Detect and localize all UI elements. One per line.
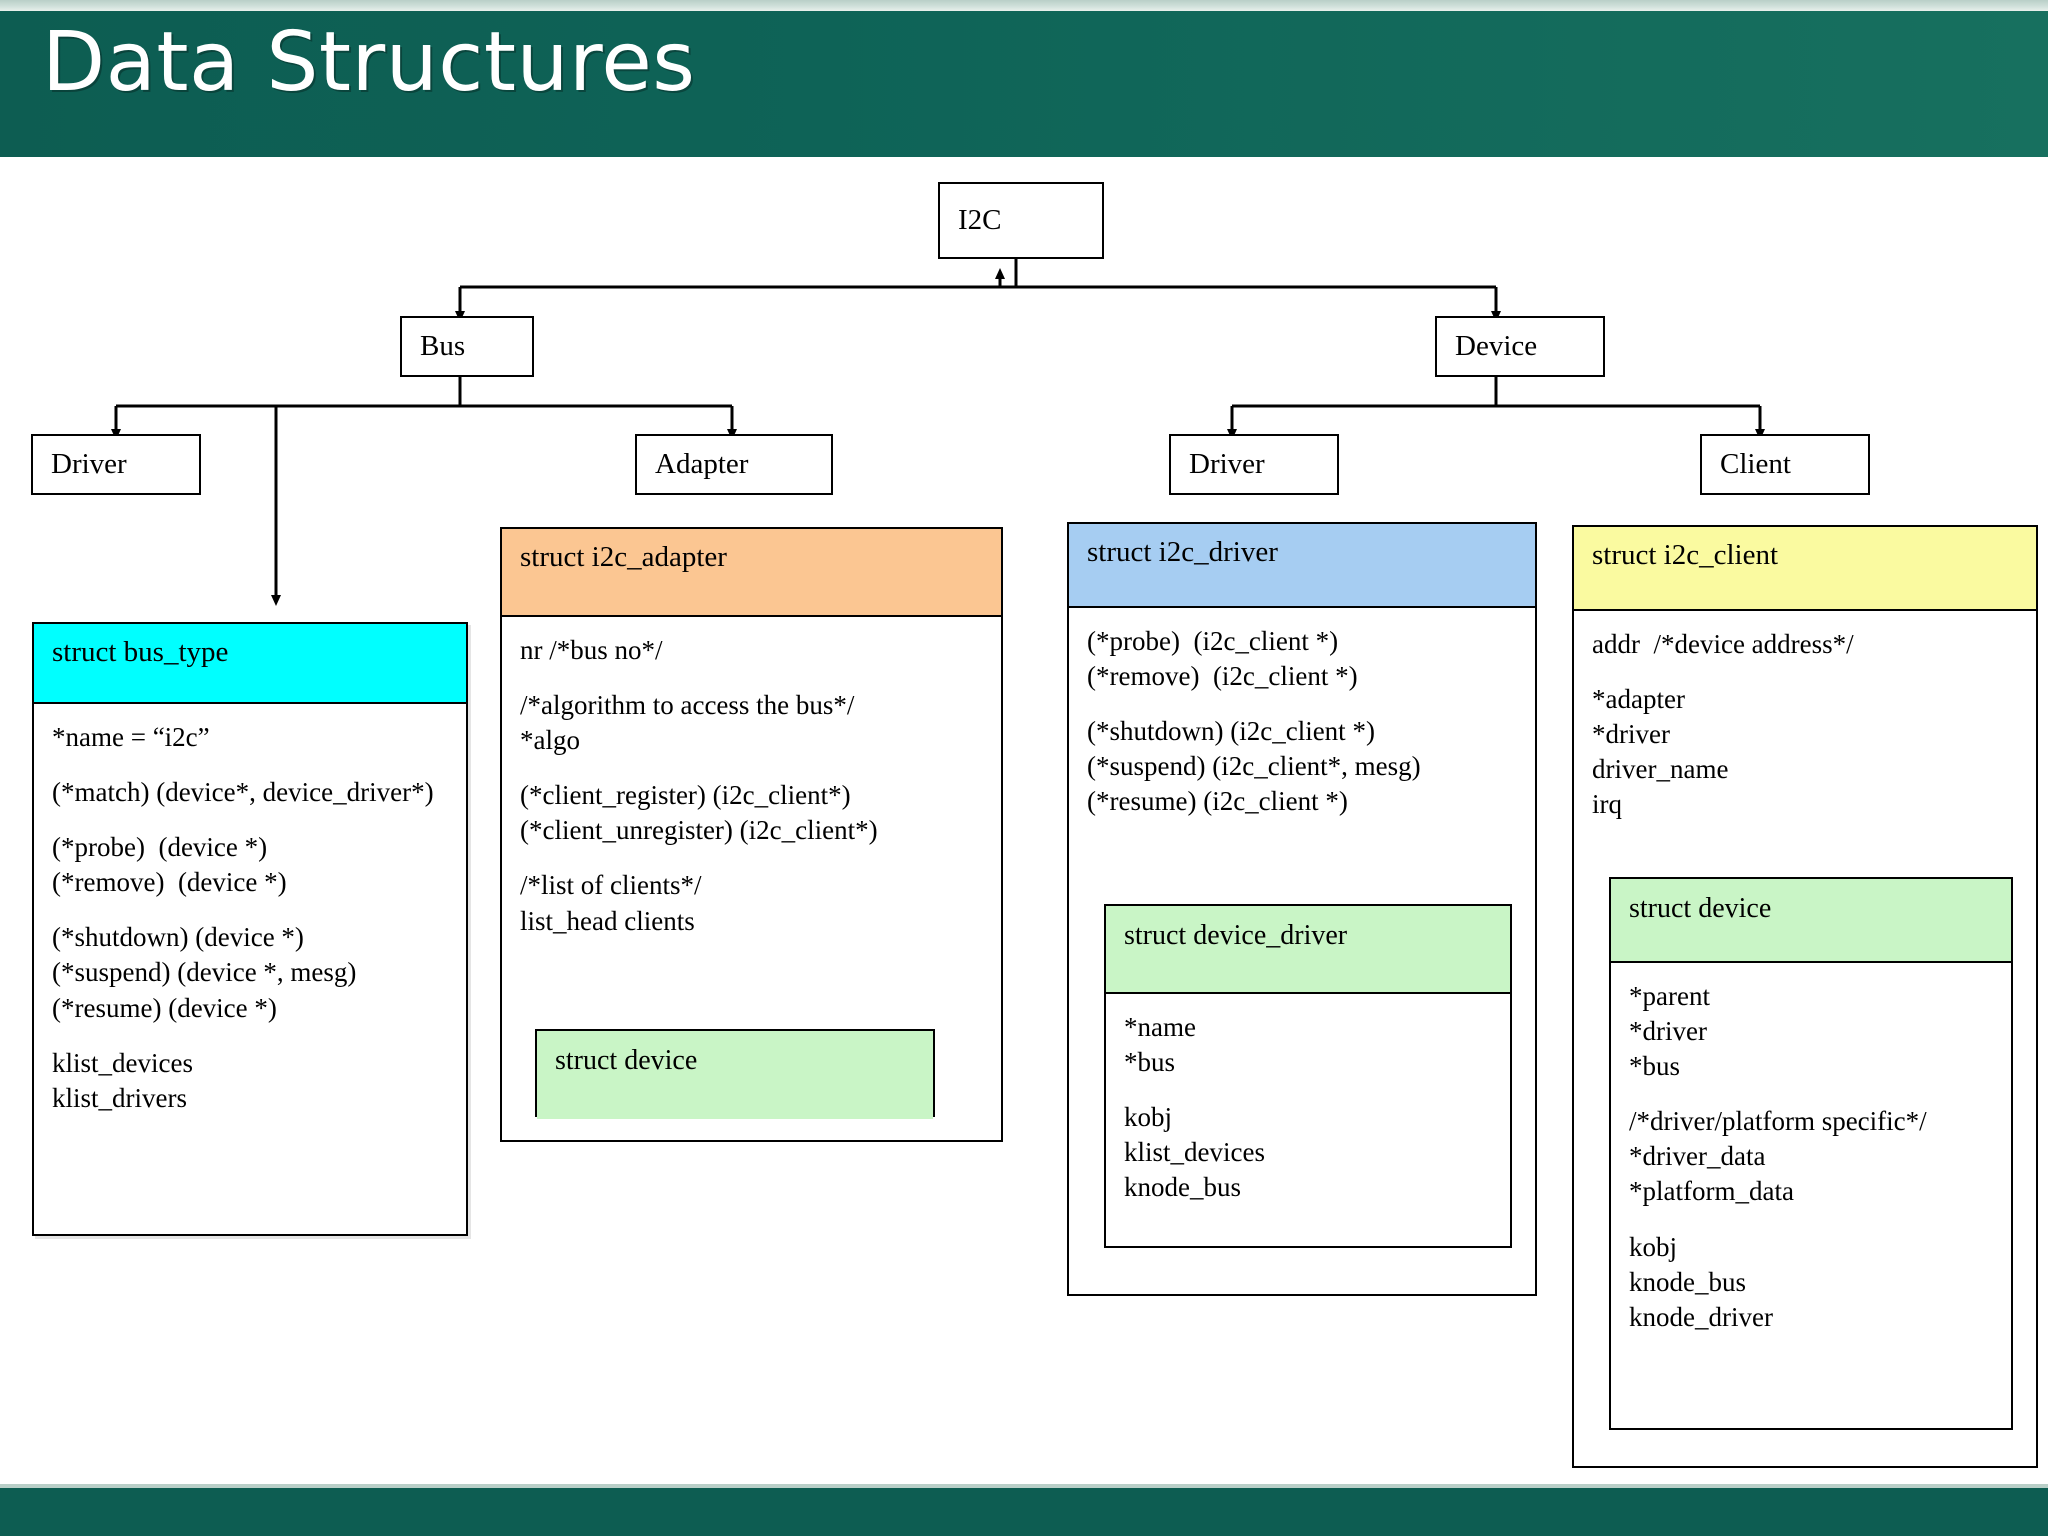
- struct-field-line: (*remove) (device *): [52, 867, 287, 898]
- struct-field-line: (*probe) (device *): [52, 832, 268, 863]
- bottom-banner: [0, 1488, 2048, 1536]
- title-banner: [0, 11, 2048, 157]
- struct-field-line: kobj: [1124, 1102, 1173, 1133]
- struct-field-line: (*resume) (i2c_client *): [1087, 786, 1348, 817]
- tree-node-label: Adapter: [655, 448, 749, 480]
- struct-field-line: /*algorithm to access the bus*/: [520, 690, 855, 721]
- struct-bus-type-fields: *name = “i2c” (*match) (device*, device_d…: [34, 704, 466, 1126]
- struct-field-line: (*match) (device*, device_driver*): [52, 777, 434, 808]
- tree-node-bus[interactable]: Bus: [400, 316, 534, 377]
- struct-field-line: klist_devices: [52, 1047, 193, 1078]
- adapter-nested-struct-device-card[interactable]: struct device: [535, 1029, 935, 1119]
- client-nested-struct-device-card[interactable]: struct device *parent *driver *bus /*driver…: [1609, 877, 2013, 1430]
- struct-field-line: *platform_data: [1629, 1176, 1794, 1207]
- client-nested-struct-device-header: struct device: [1611, 879, 2011, 963]
- struct-i2c-driver-card[interactable]: struct i2c_driver (*probe) (i2c_client *…: [1067, 522, 1537, 1296]
- struct-field-line: (*shutdown) (i2c_client *): [1087, 716, 1375, 747]
- struct-bus-type-card[interactable]: struct bus_type *name = “i2c” (*match) (d…: [32, 622, 468, 1236]
- struct-field-line: (*suspend) (i2c_client*, mesg): [1087, 751, 1421, 782]
- struct-field-line: klist_drivers: [52, 1082, 187, 1113]
- driver-nested-device-driver-header: struct device_driver: [1106, 906, 1510, 994]
- struct-i2c-driver-title: struct i2c_driver: [1087, 536, 1278, 568]
- struct-i2c-client-title: struct i2c_client: [1592, 539, 1779, 571]
- bottom-accent-hairline: [0, 1484, 2048, 1488]
- driver-nested-device-driver-card[interactable]: struct device_driver *name *bus kobj klist_…: [1104, 904, 1512, 1248]
- driver-nested-device-driver-fields: *name *bus kobj klist_devices knode_bus: [1106, 994, 1510, 1215]
- tree-node-label: Device: [1455, 330, 1538, 362]
- struct-field-line: knode_bus: [1124, 1172, 1241, 1203]
- struct-i2c-client-header: struct i2c_client: [1574, 527, 2036, 611]
- struct-bus-type-title: struct bus_type: [52, 636, 229, 668]
- client-nested-struct-device-fields: *parent *driver *bus /*driver/platform spec…: [1611, 963, 2011, 1345]
- struct-field-line: *bus: [1629, 1051, 1681, 1082]
- struct-field-line: (*suspend) (device *, mesg): [52, 957, 357, 988]
- driver-nested-device-driver-title: struct device_driver: [1124, 920, 1348, 951]
- tree-node-device-driver[interactable]: Driver: [1169, 434, 1339, 495]
- tree-node-i2c[interactable]: I2C: [938, 182, 1104, 259]
- struct-field-line: driver_name: [1592, 754, 1729, 785]
- struct-field-line: (*probe) (i2c_client *): [1087, 626, 1339, 656]
- struct-i2c-adapter-title: struct i2c_adapter: [520, 541, 727, 573]
- struct-field-line: *driver_data: [1629, 1141, 1766, 1172]
- struct-field-line: *name = “i2c”: [52, 722, 210, 752]
- tree-node-label: Client: [1720, 448, 1791, 480]
- struct-field-line: *driver: [1629, 1016, 1707, 1047]
- tree-node-device[interactable]: Device: [1435, 316, 1605, 377]
- struct-field-line: (*remove) (i2c_client *): [1087, 661, 1358, 692]
- struct-field-line: (*client_register) (i2c_client*): [520, 780, 851, 811]
- struct-field-line: addr /*device address*/: [1592, 629, 1854, 659]
- tree-node-client[interactable]: Client: [1700, 434, 1870, 495]
- struct-field-line: (*resume) (device *): [52, 992, 277, 1023]
- struct-field-line: *driver: [1592, 719, 1670, 750]
- struct-field-line: list_head clients: [520, 905, 695, 936]
- struct-i2c-adapter-header: struct i2c_adapter: [502, 529, 1001, 617]
- struct-field-line: nr /*bus no*/: [520, 635, 663, 665]
- top-accent-band: [0, 0, 2048, 11]
- struct-i2c-adapter-fields: nr /*bus no*/ /*algorithm to access the b…: [502, 617, 1001, 949]
- tree-node-label: Bus: [420, 330, 466, 362]
- struct-field-line: kobj: [1629, 1231, 1678, 1262]
- struct-field-line: knode_bus: [1629, 1266, 1746, 1297]
- struct-i2c-driver-header: struct i2c_driver: [1069, 524, 1535, 608]
- struct-field-line: *parent: [1629, 981, 1710, 1011]
- tree-node-bus-driver[interactable]: Driver: [31, 434, 201, 495]
- adapter-nested-struct-device-header: struct device: [537, 1031, 933, 1119]
- struct-field-line: /*driver/platform specific*/: [1629, 1106, 1927, 1137]
- tree-node-label: Driver: [1189, 448, 1265, 480]
- struct-field-line: knode_driver: [1629, 1301, 1773, 1332]
- struct-field-line: /*list of clients*/: [520, 870, 702, 901]
- struct-field-line: klist_devices: [1124, 1137, 1265, 1168]
- struct-field-line: *algo: [520, 725, 580, 756]
- struct-field-line: irq: [1592, 789, 1622, 820]
- page-title: Data Structures: [42, 15, 696, 110]
- struct-field-line: (*shutdown) (device *): [52, 922, 304, 953]
- tree-node-adapter[interactable]: Adapter: [635, 434, 833, 495]
- adapter-nested-struct-device-title: struct device: [555, 1045, 698, 1076]
- tree-node-label: I2C: [958, 204, 1002, 236]
- struct-field-line: (*client_unregister) (i2c_client*): [520, 815, 878, 846]
- struct-i2c-adapter-card[interactable]: struct i2c_adapter nr /*bus no*/ /*algori…: [500, 527, 1003, 1142]
- struct-i2c-driver-fields: (*probe) (i2c_client *) (*remove) (i2c_cl…: [1069, 608, 1535, 829]
- struct-field-line: *adapter: [1592, 684, 1685, 715]
- struct-i2c-client-card[interactable]: struct i2c_client addr /*device address*…: [1572, 525, 2038, 1468]
- struct-field-line: *name: [1124, 1012, 1196, 1042]
- client-nested-struct-device-title: struct device: [1629, 893, 1772, 924]
- struct-bus-type-header: struct bus_type: [34, 624, 466, 704]
- struct-field-line: *bus: [1124, 1047, 1176, 1078]
- tree-node-label: Driver: [51, 448, 127, 480]
- struct-i2c-client-fields: addr /*device address*/ *adapter *driver dr…: [1574, 611, 2036, 832]
